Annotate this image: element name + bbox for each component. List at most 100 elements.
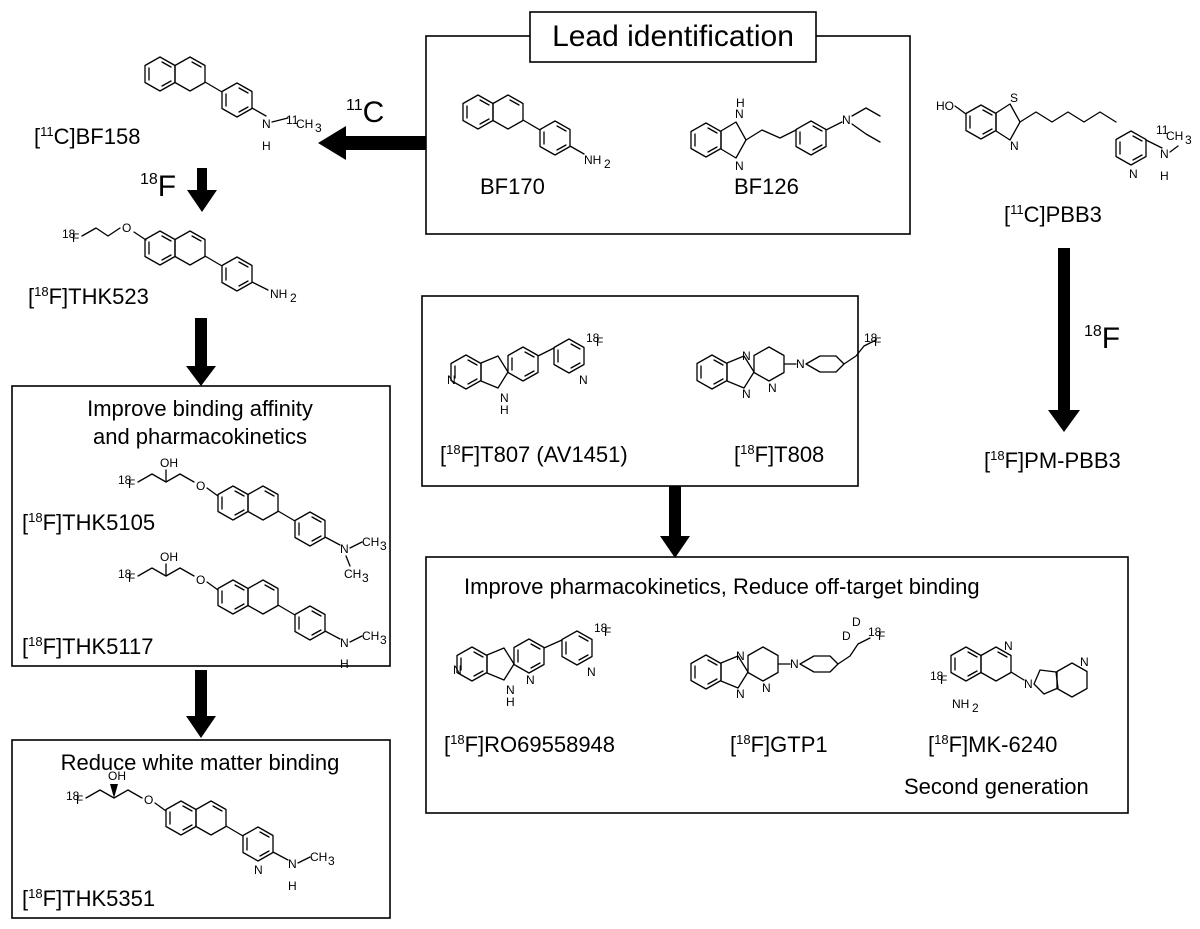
pbb3-ring-n: N: [1129, 167, 1138, 181]
thk5105-oh: OH: [160, 456, 178, 470]
thk523-f18-sup: 18: [62, 227, 76, 241]
reduce-white-title: Reduce white matter binding: [61, 750, 340, 775]
thk5117-n: N: [340, 636, 349, 650]
gtp1-d2: D: [842, 629, 851, 643]
t808-structure: N N N N 18 F: [696, 331, 881, 401]
gtp1-d1: D: [852, 615, 861, 629]
thk523-nh-sub: 2: [290, 291, 297, 305]
thk523-f: F: [72, 231, 79, 245]
thk5351-o: O: [144, 793, 153, 807]
thk5351-ch3: CH: [310, 850, 327, 864]
t807-label: [18F]T807 (AV1451): [440, 442, 628, 467]
thk5105-o: O: [196, 479, 205, 493]
improve-binding-title-2: and pharmacokinetics: [93, 424, 307, 449]
bf170-nh: NH: [584, 153, 601, 167]
bf158-ch3: CH: [296, 117, 313, 131]
bf170-structure: NH 2: [462, 94, 611, 171]
ro69558948-structure: N N H N N 18 F: [453, 621, 611, 709]
thk5117-ch3-sub: 3: [380, 633, 387, 647]
mk-f: F: [940, 673, 947, 687]
thk523-label: [18F]THK523: [28, 284, 149, 309]
t807-nh-n: N: [500, 391, 509, 405]
arrow-lead-to-bf158: [318, 126, 426, 160]
ro-h: H: [506, 695, 515, 709]
gtp1-f: F: [878, 629, 885, 643]
pbb3-ho: HO: [936, 99, 954, 113]
thk523-o: O: [122, 221, 131, 235]
arrow-binding-to-white: [186, 670, 216, 738]
thk5117-ch3: CH: [362, 629, 379, 643]
arrow-18f-label-a: 18F: [140, 170, 176, 203]
bf158-structure: N 11 CH 3 H: [144, 56, 322, 153]
bf158-label: [11C]BF158: [34, 124, 140, 149]
thk5105-f18-sup: 18: [118, 473, 132, 487]
thk5105-label: [18F]THK5105: [22, 510, 155, 535]
bf170-label: BF170: [480, 174, 545, 199]
improve-binding-title-1: Improve binding affinity: [87, 396, 313, 421]
mk-f18-sup: 18: [930, 669, 944, 683]
gtp1-structure: N N N N D D 18 F: [690, 615, 885, 701]
bf126-nh-n: N: [735, 107, 744, 121]
thk5351-oh: OH: [108, 769, 126, 783]
lead-identification-box: [425, 35, 911, 235]
arrow-t807-to-second-gen: [660, 486, 690, 558]
improve-pk-title: Improve pharmacokinetics, Reduce off-tar…: [464, 574, 980, 599]
mk6240-structure: N 18 F NH 2 N N: [930, 639, 1089, 715]
thk5117-f: F: [128, 571, 135, 585]
thk5351-ch3-sub: 3: [328, 854, 335, 868]
t807-f: F: [596, 335, 603, 349]
thk5351-n: N: [288, 857, 297, 871]
mk-nh-sub: 2: [972, 701, 979, 715]
pbb3-label: [11C]PBB3: [1004, 202, 1102, 227]
gtp1-label: [18F]GTP1: [730, 732, 828, 757]
ro-n1: N: [453, 663, 462, 677]
arrow-pbb3-to-pmpbb3: [1048, 248, 1080, 432]
pbb3-n: N: [1010, 139, 1019, 153]
thk5117-oh: OH: [160, 550, 178, 564]
pbb3-c11-sup: 11: [1156, 123, 1169, 137]
bf158-ch3-sub: 3: [315, 121, 322, 135]
t807-ring-n: N: [579, 373, 588, 387]
bf126-h: H: [736, 96, 745, 110]
t807-structure: N N H N 18 F: [447, 331, 603, 417]
thk5351-ring-n: N: [254, 863, 263, 877]
pbb3-amine-n: N: [1160, 147, 1169, 161]
thk5117-structure: 18 F OH O N CH 3 H: [118, 550, 387, 671]
t808-n2: N: [742, 387, 751, 401]
mk-ring-n: N: [1004, 639, 1013, 653]
bf126-label: BF126: [734, 174, 799, 199]
improve-binding-box: [11, 385, 391, 667]
thk5105-structure: 18 F OH O N CH 3 CH 3: [118, 456, 387, 585]
mk-pyr-n: N: [1080, 655, 1089, 669]
thk5351-f: F: [76, 793, 83, 807]
thk5117-o: O: [196, 573, 205, 587]
pmpbb3-label: [18F]PM-PBB3: [984, 448, 1121, 473]
lead-identification-title: Lead identification: [552, 20, 794, 53]
thk5105-n: N: [340, 542, 349, 556]
arrow-bf158-to-thk523: [187, 168, 217, 212]
thk5105-ch3a: CH: [362, 535, 379, 549]
thk5117-label: [18F]THK5117: [22, 634, 153, 659]
lead-identification-title-box: [529, 11, 817, 63]
mk-nh: NH: [952, 697, 969, 711]
thk5105-f: F: [128, 477, 135, 491]
t807-f18-sup: 18: [586, 331, 600, 345]
ro-ring-n: N: [526, 673, 535, 687]
pbb3-s: S: [1010, 91, 1018, 105]
second-generation-label: Second generation: [904, 774, 1089, 799]
gtp1-f18-sup: 18: [868, 625, 882, 639]
gtp1-pip-n: N: [790, 657, 799, 671]
mk-pyrrole-n: N: [1024, 677, 1033, 691]
ro-f18-sup: 18: [594, 621, 608, 635]
second-generation-box: [425, 556, 1129, 814]
ro-f: F: [604, 625, 611, 639]
t808-f18-sup: 18: [864, 331, 878, 345]
thk5117-f18-sup: 18: [118, 567, 132, 581]
t808-n1: N: [742, 349, 751, 363]
thk523-structure: 18 F O 2 NH 2: [62, 221, 297, 305]
t808-pip-n: N: [796, 357, 805, 371]
bf126-structure: N H N N: [690, 96, 881, 173]
thk5117-h: H: [340, 657, 349, 671]
bf126-amine-n: N: [842, 113, 851, 127]
